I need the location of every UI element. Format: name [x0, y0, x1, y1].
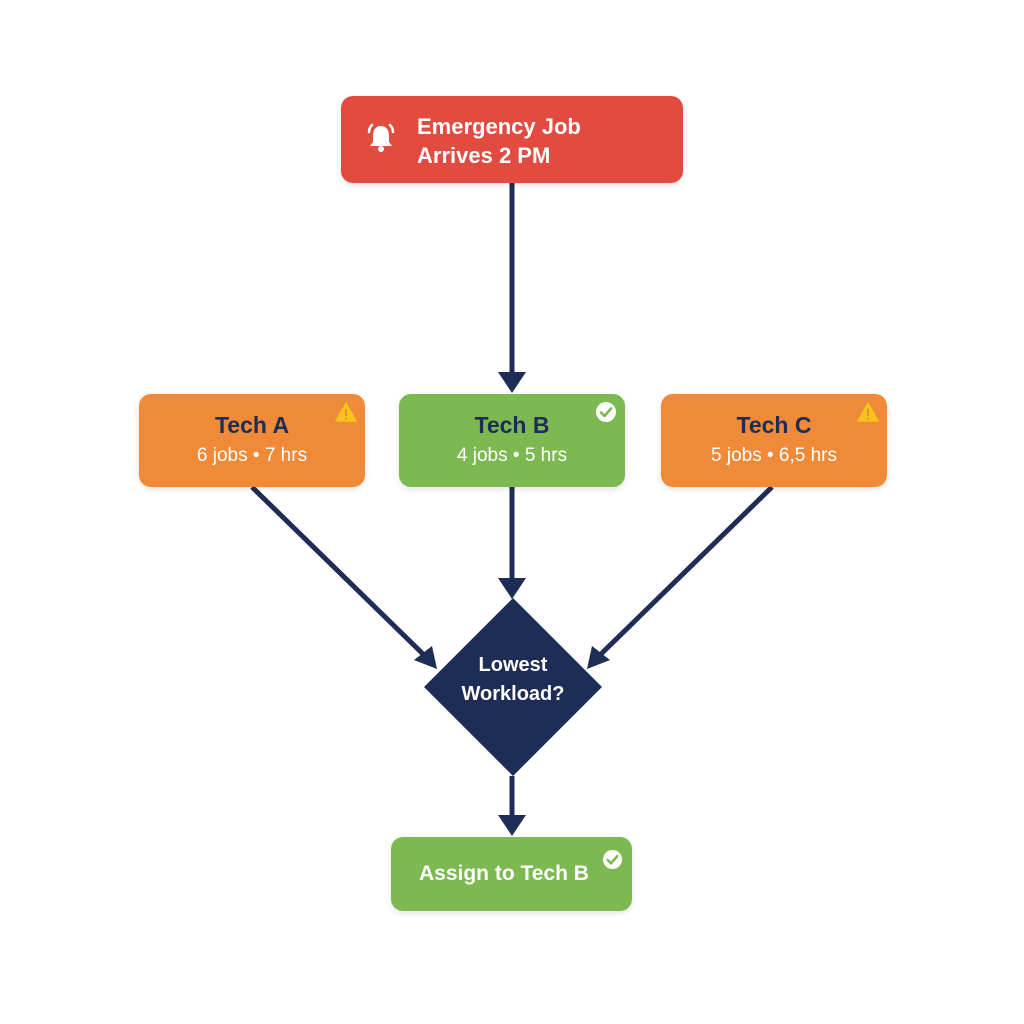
tech-c-stats: 5 jobs • 6,5 hrs	[711, 445, 837, 466]
tech-c-node[interactable]: Tech C 5 jobs • 6,5 hrs	[661, 394, 887, 487]
emergency-job-title: Emergency Job Arrives 2 PM	[417, 114, 581, 168]
emergency-job-node[interactable]: Emergency Job Arrives 2 PM	[341, 96, 683, 183]
arrowhead	[498, 372, 526, 393]
assign-result-node[interactable]: Assign to Tech B	[391, 837, 632, 911]
warning-icon	[857, 402, 879, 422]
tech-a-node[interactable]: Tech A 6 jobs • 7 hrs	[139, 394, 365, 487]
check-icon	[596, 402, 616, 422]
tech-a-stats: 6 jobs • 7 hrs	[196, 445, 308, 466]
arrowhead	[498, 578, 526, 599]
warning-icon	[335, 402, 357, 422]
decision-label: Lowest Workload?	[461, 654, 565, 705]
connector-tech-c-to-decision	[598, 485, 774, 657]
check-icon	[602, 849, 623, 870]
arrowhead	[498, 815, 526, 836]
decision-diamond[interactable]	[424, 598, 602, 776]
tech-a-name: Tech A	[214, 412, 290, 438]
arrowhead	[414, 646, 437, 669]
arrowhead	[587, 646, 610, 669]
connector-tech-a-to-decision	[250, 485, 426, 657]
bell-icon	[367, 123, 395, 152]
assign-result-label: Assign to Tech B	[419, 862, 589, 885]
tech-b-name: Tech B	[474, 412, 550, 438]
tech-b-node[interactable]: Tech B 4 jobs • 5 hrs	[399, 394, 625, 487]
tech-c-name: Tech C	[736, 412, 812, 438]
tech-b-stats: 4 jobs • 5 hrs	[456, 445, 568, 466]
